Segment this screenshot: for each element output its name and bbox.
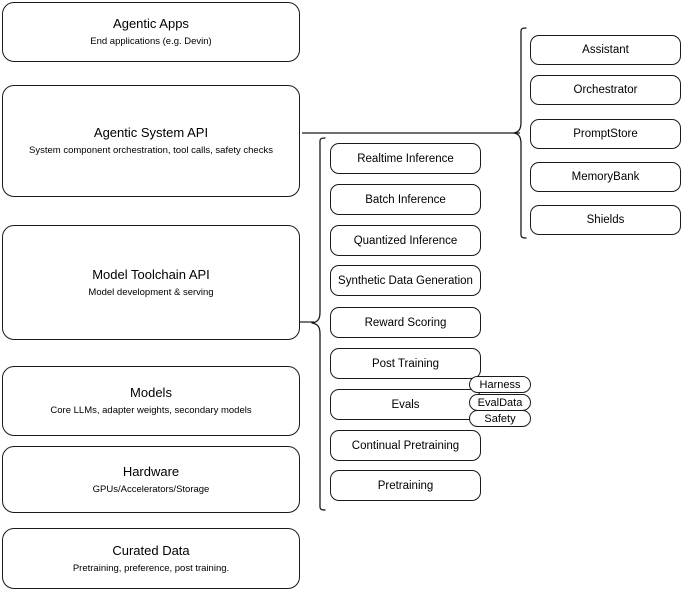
agentic-item-orchestrator[interactable]: Orchestrator	[530, 75, 681, 105]
layer-subtitle: Core LLMs, adapter weights, secondary mo…	[50, 405, 252, 416]
brace-agentic-components	[512, 26, 528, 240]
chip-label: MemoryBank	[571, 171, 640, 183]
chip-label: Quantized Inference	[353, 234, 458, 247]
layer-subtitle: System component orchestration, tool cal…	[29, 145, 273, 156]
chip-label: Continual Pretraining	[351, 439, 460, 452]
toolchain-item-post-training[interactable]: Post Training	[330, 348, 481, 379]
layer-title: Model Toolchain API	[92, 266, 210, 282]
chip-label: Reward Scoring	[364, 316, 447, 329]
pill-label: Safety	[484, 412, 516, 425]
chip-label: Orchestrator	[573, 84, 638, 96]
layer-curated-data[interactable]: Curated Data Pretraining, preference, po…	[2, 528, 300, 589]
connector-model-toolchain-api	[298, 315, 318, 331]
toolchain-item-reward-scoring[interactable]: Reward Scoring	[330, 307, 481, 338]
chip-label: Post Training	[371, 357, 440, 370]
layer-hardware[interactable]: Hardware GPUs/Accelerators/Storage	[2, 446, 300, 513]
layer-title: Curated Data	[112, 542, 190, 558]
layer-model-toolchain-api[interactable]: Model Toolchain API Model development & …	[2, 225, 300, 340]
toolchain-item-realtime-inference[interactable]: Realtime Inference	[330, 143, 481, 174]
layer-title: Agentic System API	[93, 125, 209, 140]
chip-label: Shields	[586, 214, 625, 226]
eval-badge-evaldata[interactable]: EvalData	[469, 394, 531, 411]
connector-agentic-system-api	[300, 126, 522, 142]
layer-models[interactable]: Models Core LLMs, adapter weights, secon…	[2, 366, 300, 436]
agentic-item-memorybank[interactable]: MemoryBank	[530, 162, 681, 192]
toolchain-item-synthetic-data-generation[interactable]: Synthetic Data Generation	[330, 265, 481, 296]
layer-subtitle: Model development & serving	[88, 286, 214, 298]
toolchain-item-continual-pretraining[interactable]: Continual Pretraining	[330, 430, 481, 461]
layer-subtitle: Pretraining, preference, post training.	[72, 562, 230, 574]
layer-subtitle: End applications (e.g. Devin)	[90, 36, 212, 47]
brace-toolchain-components	[310, 136, 326, 514]
layer-subtitle: GPUs/Accelerators/Storage	[92, 483, 210, 495]
chip-label: Realtime Inference	[357, 152, 454, 165]
layer-title: Agentic Apps	[113, 16, 189, 31]
toolchain-item-batch-inference[interactable]: Batch Inference	[330, 184, 481, 215]
pill-label: EvalData	[477, 396, 523, 409]
agentic-item-shields[interactable]: Shields	[530, 205, 681, 235]
layer-title: Models	[130, 385, 172, 400]
layer-agentic-system-api[interactable]: Agentic System API System component orch…	[2, 85, 300, 197]
agentic-item-promptstore[interactable]: PromptStore	[530, 119, 681, 149]
chip-label: Assistant	[582, 44, 629, 56]
chip-label: PromptStore	[573, 128, 638, 140]
toolchain-item-quantized-inference[interactable]: Quantized Inference	[330, 225, 481, 256]
eval-badge-safety[interactable]: Safety	[469, 410, 531, 427]
agentic-item-assistant[interactable]: Assistant	[530, 35, 681, 65]
chip-label: Batch Inference	[365, 193, 446, 206]
toolchain-item-evals[interactable]: Evals	[330, 389, 481, 420]
eval-badge-harness[interactable]: Harness	[469, 376, 531, 393]
pill-label: Harness	[479, 378, 521, 391]
toolchain-item-pretraining[interactable]: Pretraining	[330, 470, 481, 501]
layer-title: Hardware	[122, 463, 180, 479]
layer-agentic-apps[interactable]: Agentic Apps End applications (e.g. Devi…	[2, 2, 300, 62]
chip-label: Evals	[391, 398, 420, 411]
chip-label: Synthetic Data Generation	[338, 274, 473, 287]
chip-label: Pretraining	[377, 479, 434, 492]
